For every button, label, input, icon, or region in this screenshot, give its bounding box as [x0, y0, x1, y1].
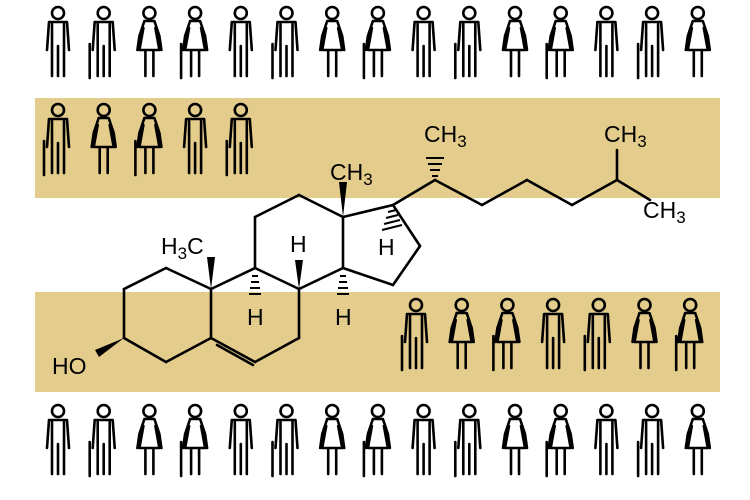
hash-c14-h [337, 275, 349, 295]
elder-man-person-icon [583, 297, 612, 372]
wedge-c8-h [295, 260, 303, 289]
elder-man-person-icon [271, 5, 299, 80]
elder-woman-person-icon [362, 403, 392, 478]
label-h-c14: H [335, 304, 352, 330]
ring-a [122, 266, 213, 364]
man-person-icon [411, 5, 436, 78]
man-person-icon [45, 5, 71, 78]
elder-woman-person-icon [179, 5, 209, 80]
man-person-icon [411, 403, 436, 476]
label-h3c-c10: H3C [161, 233, 204, 263]
ring-b [209, 266, 301, 367]
wedge-c10-methyl [207, 257, 215, 289]
label-h-c8: H [290, 231, 307, 257]
woman-person-icon [631, 297, 658, 370]
elder-woman-person-icon [134, 102, 163, 177]
elder-woman-person-icon [545, 403, 575, 478]
woman-person-icon [136, 5, 163, 78]
label-ch3-top-right: CH3 [604, 121, 647, 151]
elder-woman-person-icon [362, 5, 392, 80]
wedge-ho [95, 338, 124, 357]
elder-man-person-icon [453, 5, 482, 80]
man-person-icon [228, 403, 254, 476]
wedge-c13-methyl [339, 182, 347, 217]
woman-person-icon [684, 5, 712, 78]
elder-woman-person-icon [179, 403, 209, 478]
elder-man-person-icon [636, 5, 665, 80]
label-ch3-c13: CH3 [330, 159, 373, 189]
side-chain [391, 148, 652, 207]
woman-person-icon [501, 5, 529, 78]
elder-man-person-icon [400, 297, 429, 372]
elder-man-person-icon [88, 5, 116, 80]
woman-person-icon [136, 403, 163, 476]
woman-person-icon [318, 5, 346, 78]
ring-c [253, 193, 345, 291]
label-ho: HO [52, 353, 87, 379]
man-person-icon [45, 403, 71, 476]
label-h-c17: H [378, 234, 395, 260]
elder-man-person-icon [271, 403, 299, 478]
label-ch3-side: CH3 [424, 121, 467, 151]
double-bond-c5-c6 [215, 343, 255, 367]
elder-man-person-icon [636, 403, 665, 478]
elder-man-person-icon [453, 403, 482, 478]
man-person-icon [594, 5, 619, 78]
woman-person-icon [318, 403, 346, 476]
woman-person-icon [684, 403, 712, 476]
label-h-c9: H [247, 304, 264, 330]
elder-woman-person-icon [492, 297, 521, 372]
cholesterol-structure: CH3 CH3 CH3 CH3 H3C H H H H HO [52, 121, 686, 379]
hash-c9-h [249, 275, 261, 295]
elder-woman-person-icon [674, 297, 704, 372]
hash-c20-methyl [426, 157, 444, 177]
man-person-icon [594, 403, 619, 476]
band-lower [35, 292, 720, 392]
woman-person-icon [448, 297, 476, 370]
elder-man-person-icon [88, 403, 116, 478]
man-person-icon [182, 102, 208, 175]
man-person-icon [540, 297, 566, 370]
man-person-icon [228, 5, 254, 78]
ring-d [341, 203, 422, 287]
hash-c17-h [381, 209, 403, 231]
elder-man-person-icon [42, 102, 71, 177]
woman-person-icon [501, 403, 529, 476]
elder-man-person-icon [225, 102, 254, 177]
label-ch3-bottom-right: CH3 [643, 197, 686, 227]
woman-person-icon [90, 102, 117, 175]
people-layer [42, 5, 712, 478]
elder-woman-person-icon [545, 5, 575, 80]
